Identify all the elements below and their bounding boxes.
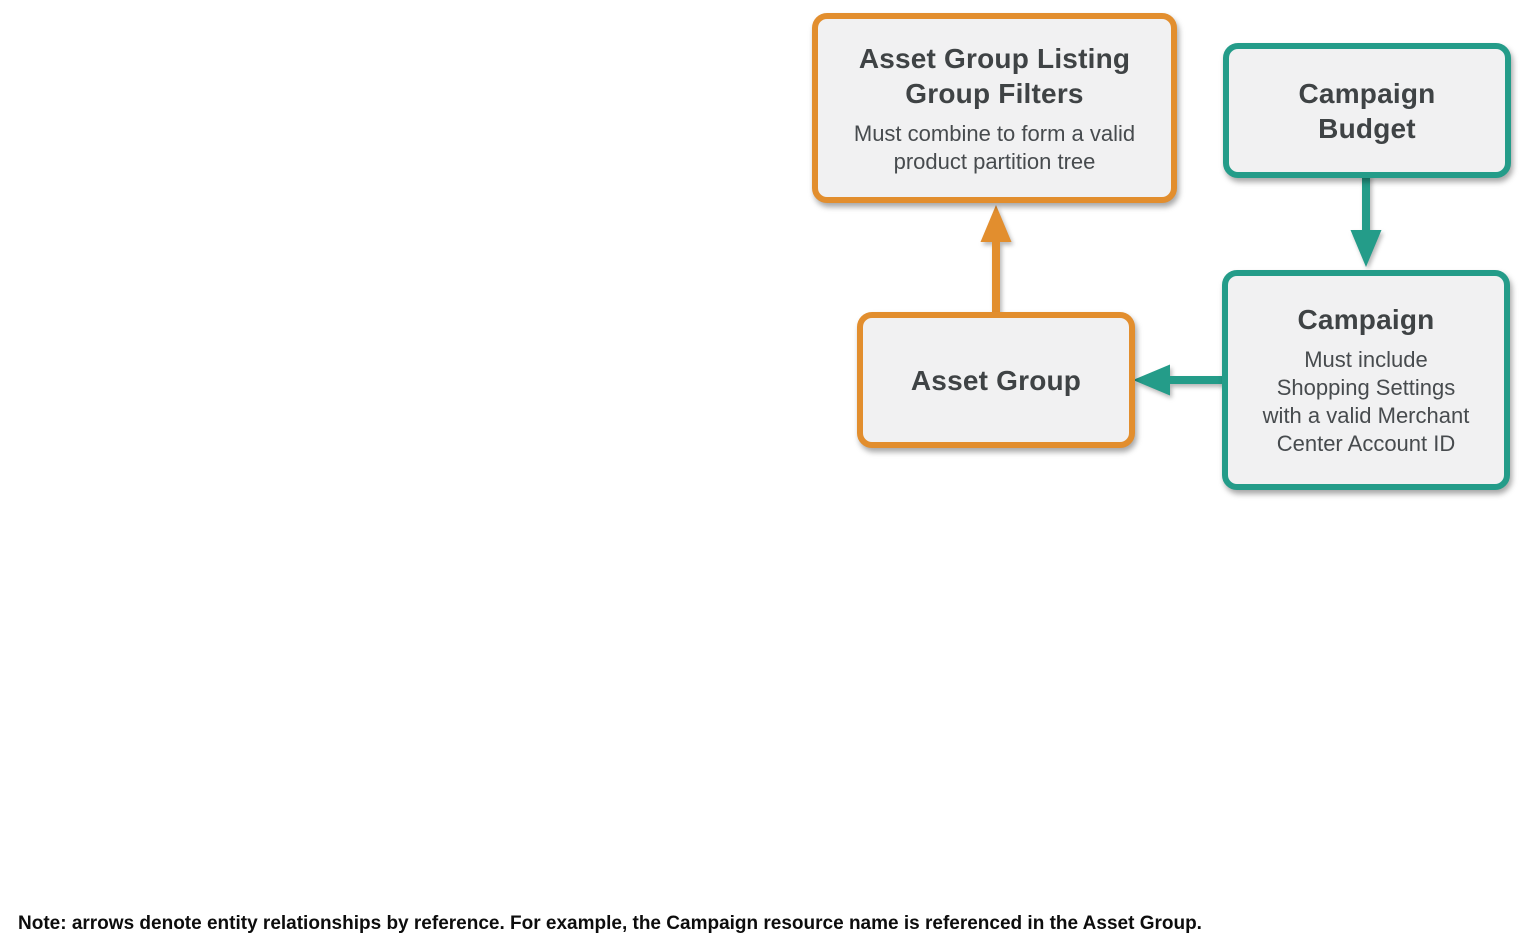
arrow-asset-group-to-listing-group-filters: [980, 205, 1012, 316]
node-title: Campaign: [1297, 304, 1435, 336]
node-asset-group-listing-group-filters: Asset Group Listing Group Filters Must c…: [812, 13, 1177, 203]
node-campaign: Campaign Must include Shopping Settings …: [1222, 270, 1510, 490]
arrow-campaign-to-asset-group: [1133, 364, 1224, 396]
node-title: Asset Group: [910, 364, 1082, 396]
node-campaign-budget: Campaign Budget: [1223, 43, 1511, 178]
node-asset-group: Asset Group: [857, 312, 1135, 448]
node-title: Campaign Budget: [1298, 77, 1436, 144]
node-subtitle: Must include Shopping Settings with a va…: [1262, 347, 1470, 456]
node-subtitle: Must combine to form a valid product par…: [853, 120, 1136, 174]
node-title: Asset Group Listing Group Filters: [858, 42, 1131, 109]
diagram-note: Note: arrows denote entity relationships…: [18, 913, 1202, 934]
arrow-head-down-icon: [1350, 230, 1382, 267]
arrow-head-up-icon: [980, 205, 1012, 242]
arrow-campaign-budget-to-campaign: [1350, 174, 1382, 267]
arrow-head-left-icon: [1133, 364, 1170, 396]
